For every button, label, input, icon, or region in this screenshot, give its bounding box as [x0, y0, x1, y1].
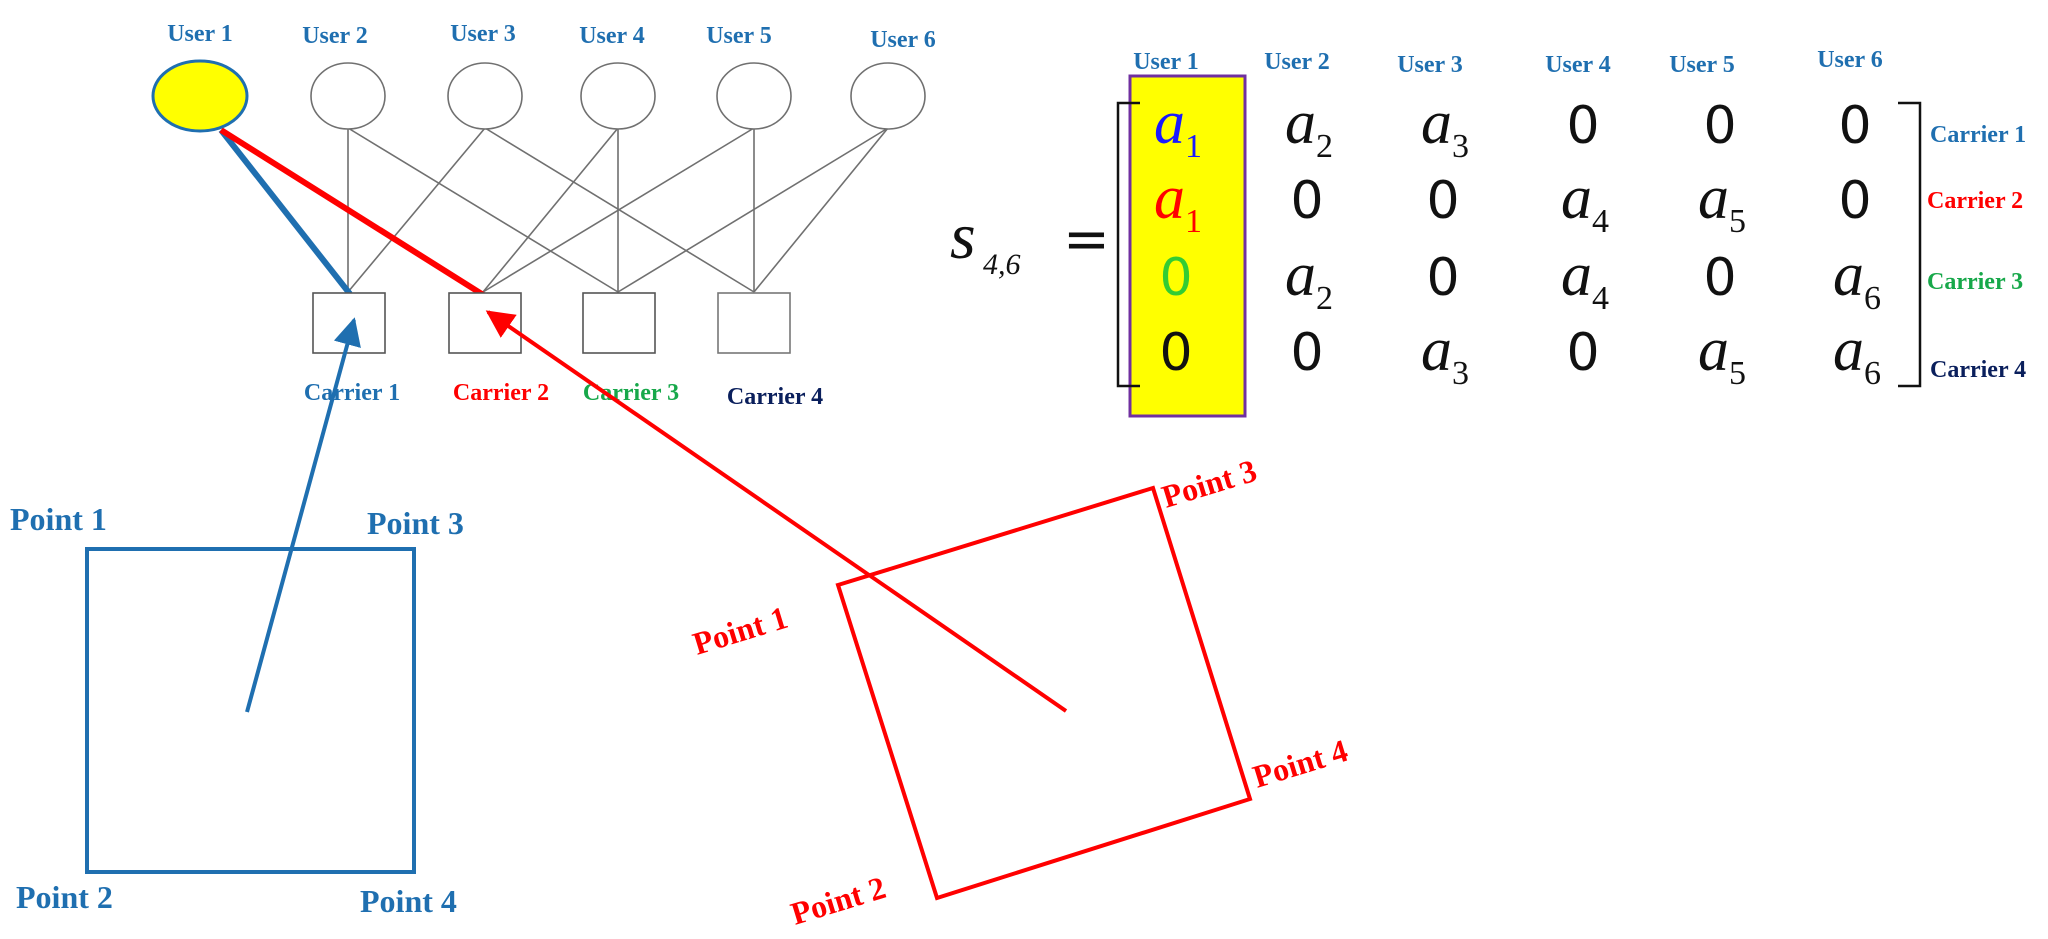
- matrix-lhs-subscript: 4,6: [983, 248, 1021, 281]
- matrix-cell-r1-c2: a2: [1285, 89, 1333, 165]
- matrix-cell-subscript: 4: [1592, 203, 1609, 240]
- matrix-equals-sign: =: [1063, 207, 1110, 272]
- matrix-right-bracket: [1898, 101, 1922, 388]
- blue-point-4-label: Point 4: [360, 883, 457, 919]
- matrix-row-label-2: Carrier 2: [1927, 188, 2023, 214]
- red-point-3-label: Point 3: [1158, 452, 1261, 515]
- matrix-cell-subscript: 6: [1864, 280, 1881, 317]
- carrier-node-4: [717, 292, 791, 354]
- matrix-cell-r2-c5: a5: [1698, 164, 1746, 240]
- user-node-1: [151, 59, 249, 133]
- user-node-6: [850, 62, 926, 130]
- matrix-cell-subscript: 3: [1452, 128, 1469, 165]
- matrix-col-header-4: User 4: [1545, 52, 1611, 78]
- graph-user-label-1: User 1: [167, 21, 233, 47]
- edge-user1-carrier2: [219, 127, 487, 299]
- graph-user-label-4: User 4: [579, 23, 645, 49]
- graph-carrier-label-1: Carrier 1: [304, 380, 400, 406]
- red-point-4-label: Point 4: [1249, 732, 1352, 795]
- edge-user4-carrier2: [482, 127, 619, 293]
- matrix-cell-subscript: 2: [1316, 128, 1333, 165]
- red-point-2-label: Point 2: [787, 869, 890, 932]
- matrix-cell-subscript: 1: [1185, 203, 1202, 240]
- matrix-highlight-column: [1128, 74, 1247, 418]
- matrix-cell-r3-c5: 0: [1703, 248, 1736, 308]
- matrix-cell-r1-c6: 0: [1838, 96, 1871, 156]
- matrix-cell-subscript: 6: [1864, 355, 1881, 392]
- matrix-cell-r4-c4: 0: [1566, 323, 1599, 383]
- edge-user3-carrier1: [347, 127, 486, 293]
- matrix-cell-r2-c4: a4: [1561, 164, 1609, 240]
- matrix-left-bracket: [1116, 101, 1140, 388]
- graph-user-label-2: User 2: [302, 23, 368, 49]
- user-node-4: [580, 62, 656, 130]
- matrix-cell-r4-c1: 0: [1159, 323, 1192, 383]
- matrix-row-label-3: Carrier 3: [1927, 269, 2023, 295]
- matrix-col-header-3: User 3: [1397, 52, 1463, 78]
- matrix-col-header-5: User 5: [1669, 52, 1735, 78]
- matrix-col-header-6: User 6: [1817, 47, 1883, 73]
- matrix-cell-r3-c1: 0: [1159, 248, 1192, 308]
- graph-user-label-5: User 5: [706, 23, 772, 49]
- graph-user-label-6: User 6: [870, 27, 936, 53]
- blue-point-2-label: Point 2: [16, 879, 113, 915]
- edge-user6-carrier3: [617, 127, 889, 293]
- matrix-cell-r2-c2: 0: [1290, 171, 1323, 231]
- matrix-cell-r4-c5: a5: [1698, 316, 1746, 392]
- blue-square-group: Point 1 Point 3 Point 2 Point 4: [10, 317, 464, 919]
- red-square: [835, 485, 1253, 901]
- matrix-cell-subscript: 5: [1729, 355, 1746, 392]
- graph-edges: [347, 127, 889, 293]
- graph-user-label-3: User 3: [450, 21, 516, 47]
- matrix-cell-subscript: 5: [1729, 203, 1746, 240]
- matrix-cell-r4-c3: a3: [1421, 316, 1469, 392]
- matrix-cell-r4-c6: a6: [1833, 316, 1881, 392]
- graph-carrier-label-4: Carrier 4: [727, 384, 823, 410]
- graph-carrier-label-3: Carrier 3: [583, 380, 679, 406]
- red-arrow: [485, 310, 1068, 713]
- bipartite-graph: User 1 User 2 User 3 User 4 User 5 User …: [151, 21, 936, 410]
- blue-arrow: [245, 317, 361, 713]
- graph-carrier-label-2: Carrier 2: [453, 380, 549, 406]
- blue-point-3-label: Point 3: [367, 505, 464, 541]
- blue-point-1-label: Point 1: [10, 501, 107, 537]
- blue-square: [85, 547, 416, 874]
- user-node-5: [716, 62, 792, 130]
- edge-user6-carrier4: [753, 127, 889, 293]
- matrix-cell-subscript: 1: [1185, 128, 1202, 165]
- carrier-node-3: [582, 292, 656, 354]
- matrix-cell-r1-c3: a3: [1421, 89, 1469, 165]
- matrix-cell-r1-c4: 0: [1566, 96, 1599, 156]
- matrix-cell-subscript: 2: [1316, 280, 1333, 317]
- matrix-cell-r4-c2: 0: [1290, 323, 1323, 383]
- edge-user2-carrier3: [347, 127, 619, 293]
- user-node-2: [310, 62, 386, 130]
- matrix-cell-subscript: 3: [1452, 355, 1469, 392]
- matrix-cell-r3-c4: a4: [1561, 241, 1609, 317]
- edge-user1-carrier1: [218, 128, 353, 296]
- matrix-group: s 4,6 = User 1 User 2 User 3 User 4 User…: [950, 47, 2026, 418]
- user-node-3: [447, 62, 523, 130]
- matrix-cell-r2-c3: 0: [1426, 171, 1459, 231]
- matrix-row-label-4: Carrier 4: [1930, 357, 2026, 383]
- matrix-col-header-2: User 2: [1264, 49, 1330, 75]
- matrix-lhs-symbol: s: [950, 200, 976, 273]
- carrier-node-2: [448, 292, 522, 354]
- red-point-1-label: Point 1: [689, 599, 792, 662]
- matrix-cell-r3-c3: 0: [1426, 248, 1459, 308]
- matrix-row-label-1: Carrier 1: [1930, 122, 2026, 148]
- matrix-cell-r3-c6: a6: [1833, 241, 1881, 317]
- edge-user5-carrier2: [482, 127, 755, 293]
- matrix-cell-r1-c5: 0: [1703, 96, 1736, 156]
- matrix-cell-r3-c2: a2: [1285, 241, 1333, 317]
- matrix-cell-subscript: 4: [1592, 280, 1609, 317]
- matrix-col-header-1: User 1: [1133, 49, 1199, 75]
- matrix-cell-r2-c6: 0: [1838, 171, 1871, 231]
